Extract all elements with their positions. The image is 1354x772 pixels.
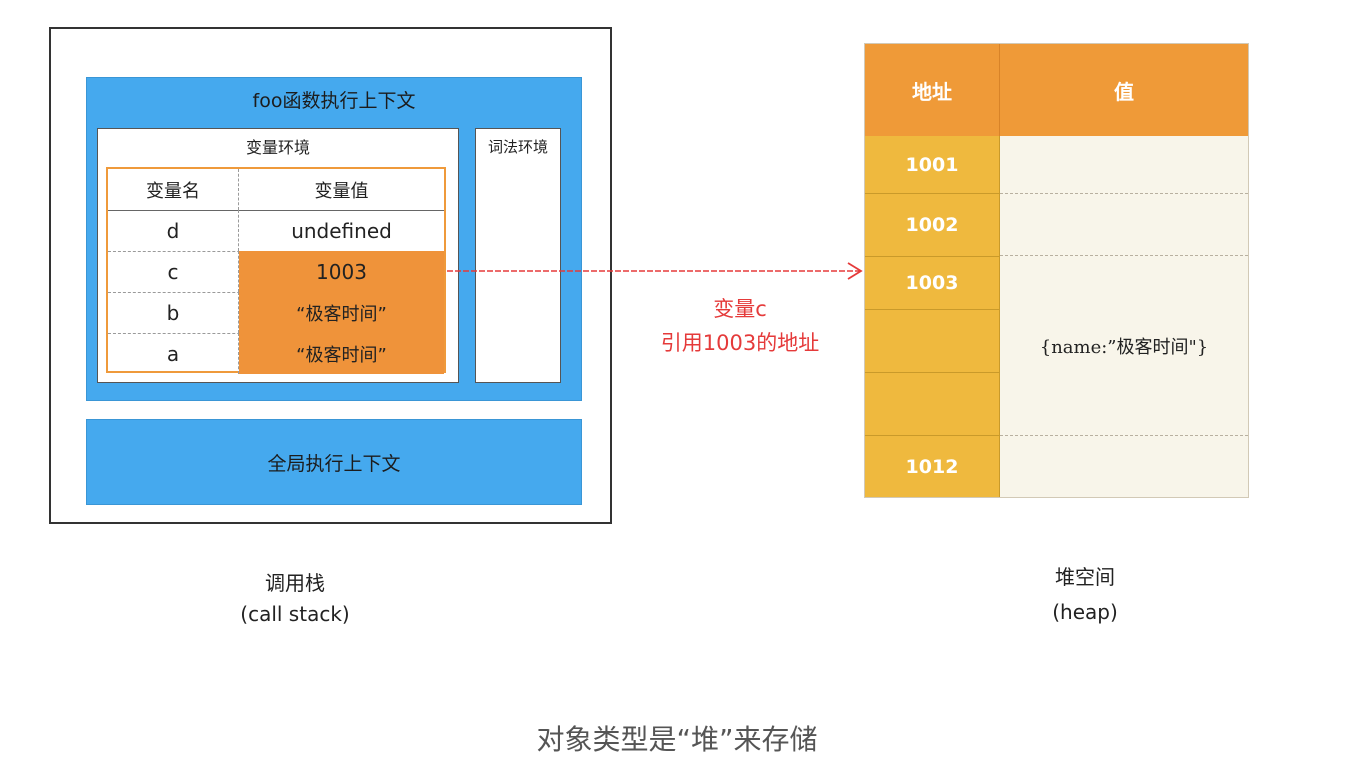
heap-caption: 堆空间 (heap) [990,560,1180,630]
variable-row-b: b “极客时间” [108,292,444,334]
variable-name: d [108,210,239,251]
variable-name: b [108,292,239,333]
heap-address-cell: 1002 [905,214,959,236]
variable-environment-title: 变量环境 [245,138,310,157]
global-execution-context: 全局执行上下文 [86,419,582,505]
arrow-label-line1: 变量c [713,297,767,321]
variable-table-header: 变量名 变量值 [108,169,444,211]
heap-address-cell: 1012 [905,456,959,478]
header-variable-value: 变量值 [314,180,369,202]
heap-header: 地址 值 [865,44,1248,136]
variable-value: “极客时间” [239,333,444,374]
heap-caption-en: (heap) [1052,600,1118,624]
heap-value-divider [1000,255,1248,256]
heap-table: 地址 值 1001 1002 1003 1012 {name:”极客时间"} [864,43,1249,498]
variable-table: 变量名 变量值 d undefined c 1003 b “极客时间” a [106,167,446,374]
heap-value-divider [1000,193,1248,194]
heap-address-cell: 1001 [905,153,959,176]
foo-context-title: foo函数执行上下文 [252,90,416,112]
lexical-environment-title: 词法环境 [487,138,548,156]
heap-object-value: {name:”极客时间"} [1039,336,1209,358]
heap-value-divider [1000,435,1248,436]
heap-row-divider [865,309,999,310]
heap-value-column [1000,136,1248,497]
variable-value: 1003 [239,251,444,292]
call-stack-caption: 调用栈 (call stack) [180,568,410,630]
heap-header-value: 值 [1114,79,1134,104]
header-variable-name: 变量名 [108,169,239,210]
call-stack-caption-en: (call stack) [240,602,350,626]
variable-value: “极客时间” [239,292,444,333]
heap-header-address: 地址 [865,44,1000,136]
variable-row-a: a “极客时间” [108,333,444,374]
reference-arrow-head [847,262,863,280]
figure-caption: 对象类型是“堆”来存储 [536,723,818,756]
variable-environment: 变量环境 变量名 变量值 d undefined c 1003 b “极客时间” [97,128,459,383]
variable-value: undefined [291,218,392,243]
variable-name: a [108,333,239,374]
heap-address-cell: 1003 [905,272,959,294]
call-stack-caption-cn: 调用栈 [265,571,325,595]
heap-address-cell [865,310,999,372]
heap-caption-cn: 堆空间 [1055,565,1115,589]
heap-row-divider [865,256,999,257]
variable-row-c: c 1003 [108,251,444,293]
heap-row-divider [865,372,999,373]
heap-row-divider [865,435,999,436]
arrow-label-line2: 引用1003的地址 [660,331,820,355]
variable-row-d: d undefined [108,210,444,252]
foo-execution-context: foo函数执行上下文 变量环境 变量名 变量值 d undefined c 10… [86,77,582,401]
heap-row-divider [865,193,999,194]
call-stack-frame: foo函数执行上下文 变量环境 变量名 变量值 d undefined c 10… [49,27,612,524]
reference-arrow-label: 变量c 引用1003的地址 [640,292,840,360]
heap-address-cell [865,373,999,435]
heap-address-column [865,136,1000,497]
lexical-environment: 词法环境 [475,128,561,383]
variable-name: c [108,251,239,292]
